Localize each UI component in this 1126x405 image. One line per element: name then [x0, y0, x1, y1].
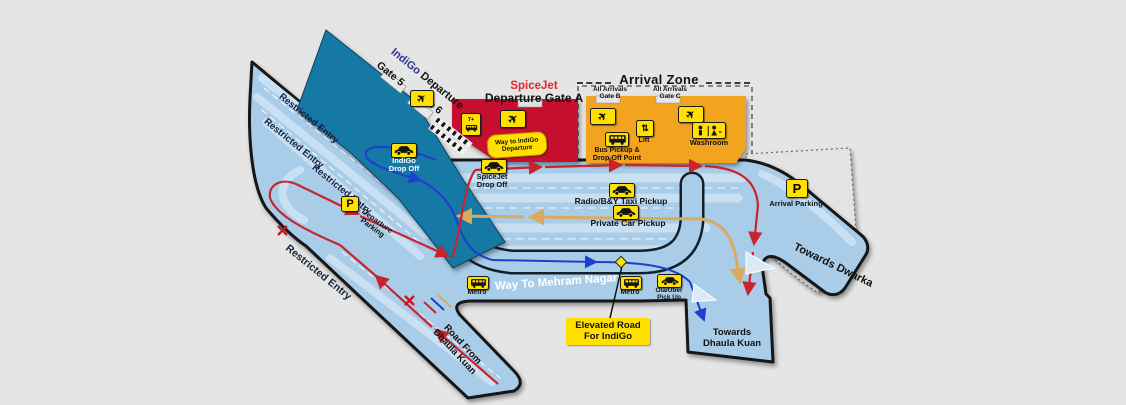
metro-label-1: Metro	[467, 289, 487, 296]
traffic-islands	[691, 251, 776, 303]
bus-pickup-label: Bus Pickup & Drop-Off Point	[592, 147, 642, 162]
arrival-zone-title: Arrival Zone	[619, 72, 699, 87]
plane-icon: ✈	[678, 106, 704, 123]
washroom-icon	[692, 122, 726, 139]
elevated-road-marker	[614, 255, 628, 269]
taxi-icon	[613, 205, 639, 220]
plane-icon: ✈	[500, 110, 526, 128]
lift-label: Lift	[638, 137, 650, 144]
private-car-pickup-label: Private Car Pickup	[590, 218, 666, 228]
plane-icon: ✈	[590, 108, 616, 125]
arrival-parking-label: Arrival Parking	[769, 199, 823, 208]
all-arrivals-gate-b-label: All Arrivals Gate B	[592, 86, 628, 101]
arrival-parking-p-icon: P	[786, 179, 808, 198]
radio-taxi-pickup-label: Radio/B&Y Taxi Pickup	[574, 196, 668, 206]
metro-icon	[467, 276, 489, 290]
taxi-icon	[481, 159, 507, 174]
bus-icon	[605, 132, 629, 147]
title-dash-left	[577, 82, 611, 84]
metro-label-2: Metro	[620, 289, 640, 296]
indigo-drop-off-label: IndiGo Drop Off	[388, 156, 420, 174]
departure-parking-p-icon: P	[341, 196, 359, 212]
plane-icon: ✈	[410, 90, 434, 107]
title-dash-right	[706, 82, 750, 84]
towards-dhaula-kuan-label: Towards Dhaula Kuan	[702, 327, 762, 349]
taxi-icon	[391, 143, 417, 158]
spicejet-brand-label: SpiceJet	[510, 80, 558, 92]
lift-icon: ⇅	[636, 120, 654, 137]
no-entry-x-marks	[277, 225, 415, 306]
taxi-icon	[609, 183, 635, 198]
incoming-route-arrows	[423, 294, 452, 314]
washroom-label: Washroom	[689, 138, 729, 147]
ola-uber-pickup-label: Ola/Uber Pick Up	[655, 287, 683, 302]
spicejet-drop-off-label: SpiceJet Drop Off	[476, 172, 508, 190]
all-arrivals-gate-c-label: All Arrivals Gate C	[652, 86, 688, 101]
way-to-indigo-pill: Way to IndiGo Departure	[486, 130, 548, 160]
elevated-road-callout: Elevated Road For IndiGo	[566, 318, 650, 346]
shuttle-7plus-icon: 7+	[461, 113, 481, 136]
ola-uber-car-icon	[657, 274, 682, 288]
metro-icon	[620, 276, 642, 290]
elevated-road-pointer-line	[609, 265, 623, 319]
spicejet-gate-a-label: Departure Gate A	[484, 91, 584, 105]
